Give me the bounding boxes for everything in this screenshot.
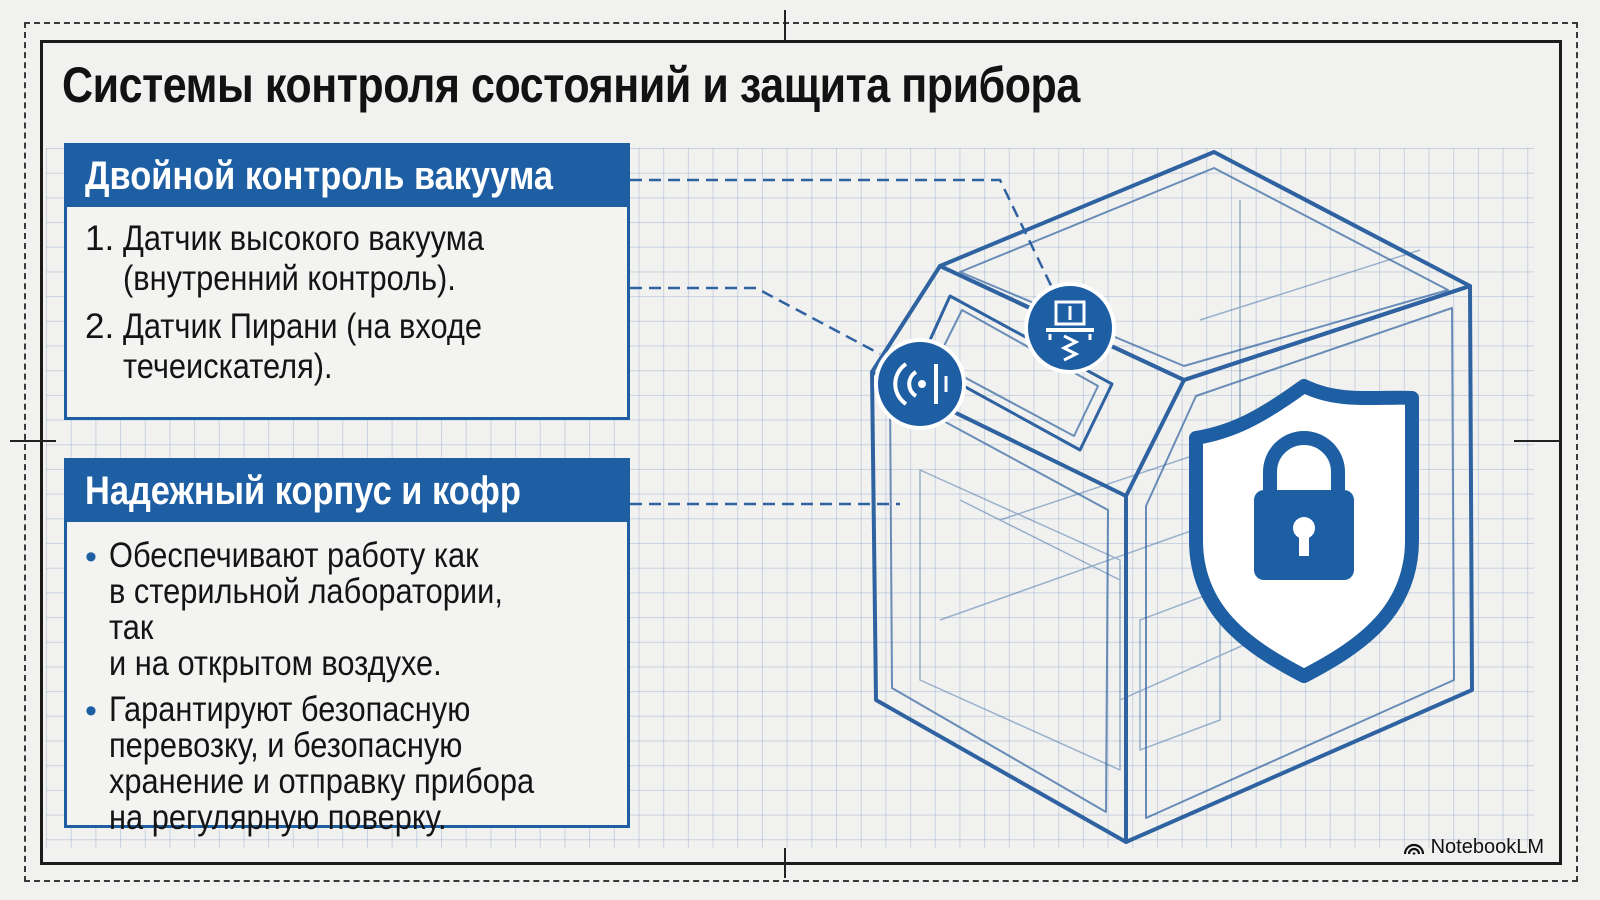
signal-sensor-icon [874,338,966,430]
page-title: Системы контроля состояний и защита приб… [62,57,1080,113]
list-item-text: Датчик Пирани (на входе течеискателя). [123,307,482,386]
list-number: 1. [85,219,115,258]
leader-line-signal-sensor [630,286,881,356]
list-item: 1. Датчик высокого вакуума (внутренний к… [85,219,609,299]
panel-vacuum-control: Двойной контроль вакуума 1. Датчик высок… [64,143,630,420]
outer-dashed-frame [24,22,1578,882]
list-item: • Гарантируют безопасную перевозку, и бе… [85,692,609,836]
list-item: • Обеспечивают работу как в стерильной л… [85,538,609,682]
list-item-text: Гарантируют безопасную перевозку, и безо… [109,690,535,837]
crosshair-top [784,10,786,40]
watermark-label: NotebookLM [1430,836,1544,858]
crosshair-left [10,440,56,442]
panel-heading: Надежный корпус и кофр [67,461,627,522]
list-number: 2. [85,307,115,346]
panel-heading: Двойной контроль вакуума [67,146,627,207]
leader-line-vacuum-gauge [630,178,1060,301]
bullet-marker: • [85,538,97,576]
list-item-text: Датчик высокого вакуума (внутренний конт… [123,219,485,298]
notebooklm-logo-icon [1403,843,1424,855]
bullet-marker: • [85,692,97,730]
list-item: 2. Датчик Пирани (на входе течеискателя)… [85,307,609,387]
crosshair-right [1514,440,1560,442]
panel-case-protection: Надежный корпус и кофр • Обеспечивают ра… [64,458,630,836]
leader-lines [630,178,1060,506]
panel-body: • Обеспечивают работу как в стерильной л… [67,522,627,848]
inner-frame [40,40,1562,865]
notebooklm-watermark: NotebookLM [1403,836,1544,859]
list-item-text: Обеспечивают работу как в стерильной лаб… [109,536,503,683]
shield-lock-icon [1189,379,1419,683]
pressure-gauge-icon [1024,282,1116,374]
panel-body: 1. Датчик высокого вакуума (внутренний к… [67,207,627,399]
crosshair-bottom [784,848,786,878]
